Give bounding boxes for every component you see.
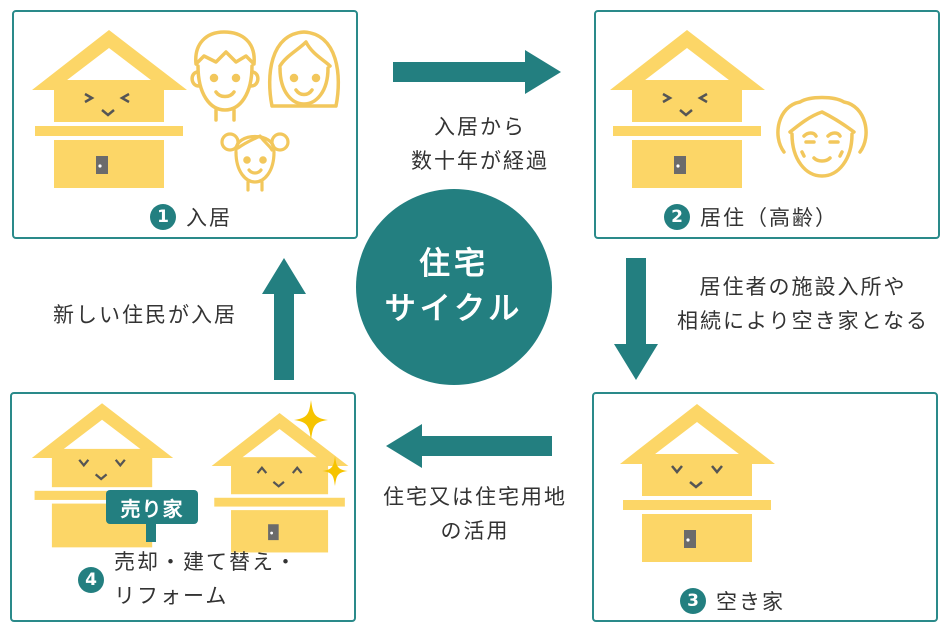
mother-face-icon bbox=[267, 30, 341, 108]
step-number-1: 1 bbox=[150, 204, 176, 230]
arrow-up-icon bbox=[262, 258, 306, 380]
arrow-down-icon bbox=[614, 258, 658, 380]
child-face-icon bbox=[220, 132, 290, 192]
father-face-icon bbox=[190, 30, 260, 122]
caption-bottom: 住宅又は住宅用地 の活用 bbox=[362, 480, 588, 548]
house-icon-panel3 bbox=[620, 404, 775, 562]
caption-top-line1: 入居から bbox=[434, 115, 526, 139]
house-icon-panel2 bbox=[610, 30, 765, 188]
panel-2-label: 2 居住（高齢） bbox=[664, 202, 838, 232]
panel-2-residence bbox=[594, 10, 940, 239]
panel-3-title: 空き家 bbox=[716, 590, 785, 614]
caption-bottom-line1: 住宅又は住宅用地 bbox=[383, 485, 567, 509]
house-icon-panel4-old bbox=[31, 403, 174, 548]
sparkle-icon bbox=[294, 400, 328, 440]
elderly-face-icon bbox=[776, 95, 868, 178]
center-title-line1: 住宅 bbox=[419, 246, 489, 282]
housing-cycle-center: 住宅 サイクル bbox=[356, 189, 552, 385]
caption-top: 入居から 数十年が経過 bbox=[382, 110, 578, 178]
step-number-3: 3 bbox=[680, 588, 706, 614]
panel-1-label: 1 入居 bbox=[150, 202, 232, 232]
arrow-right-icon bbox=[393, 50, 561, 94]
panel-1-title: 入居 bbox=[186, 206, 232, 230]
house-icon-panel1 bbox=[32, 30, 187, 188]
panel-3-label: 3 空き家 bbox=[680, 586, 785, 616]
caption-right: 居住者の施設入所や 相続により空き家となる bbox=[662, 270, 944, 338]
caption-bottom-line2: の活用 bbox=[440, 519, 510, 543]
step-number-4: 4 bbox=[78, 567, 104, 593]
for-sale-sign: 売り家 bbox=[106, 490, 198, 524]
arrow-left-icon bbox=[386, 424, 552, 468]
panel-2-title: 居住（高齢） bbox=[700, 206, 838, 230]
center-title-line2: サイクル bbox=[384, 291, 524, 327]
panel-4-label: 4 売却・建て替え・ リフォーム bbox=[78, 545, 298, 613]
for-sale-sign-post bbox=[146, 524, 156, 542]
house-icon-panel4-new bbox=[211, 413, 349, 553]
panel-4-title-line2: リフォーム bbox=[114, 584, 229, 608]
step-number-2: 2 bbox=[664, 204, 690, 230]
caption-top-line2: 数十年が経過 bbox=[411, 149, 549, 173]
caption-left-line1: 新しい住民が入居 bbox=[53, 303, 237, 327]
panel-4-title-line1: 売却・建て替え・ bbox=[114, 550, 298, 574]
caption-right-line2: 相続により空き家となる bbox=[677, 309, 929, 333]
caption-right-line1: 居住者の施設入所や bbox=[699, 275, 907, 299]
caption-left: 新しい住民が入居 bbox=[30, 298, 260, 332]
sparkle-small-icon bbox=[322, 456, 348, 486]
